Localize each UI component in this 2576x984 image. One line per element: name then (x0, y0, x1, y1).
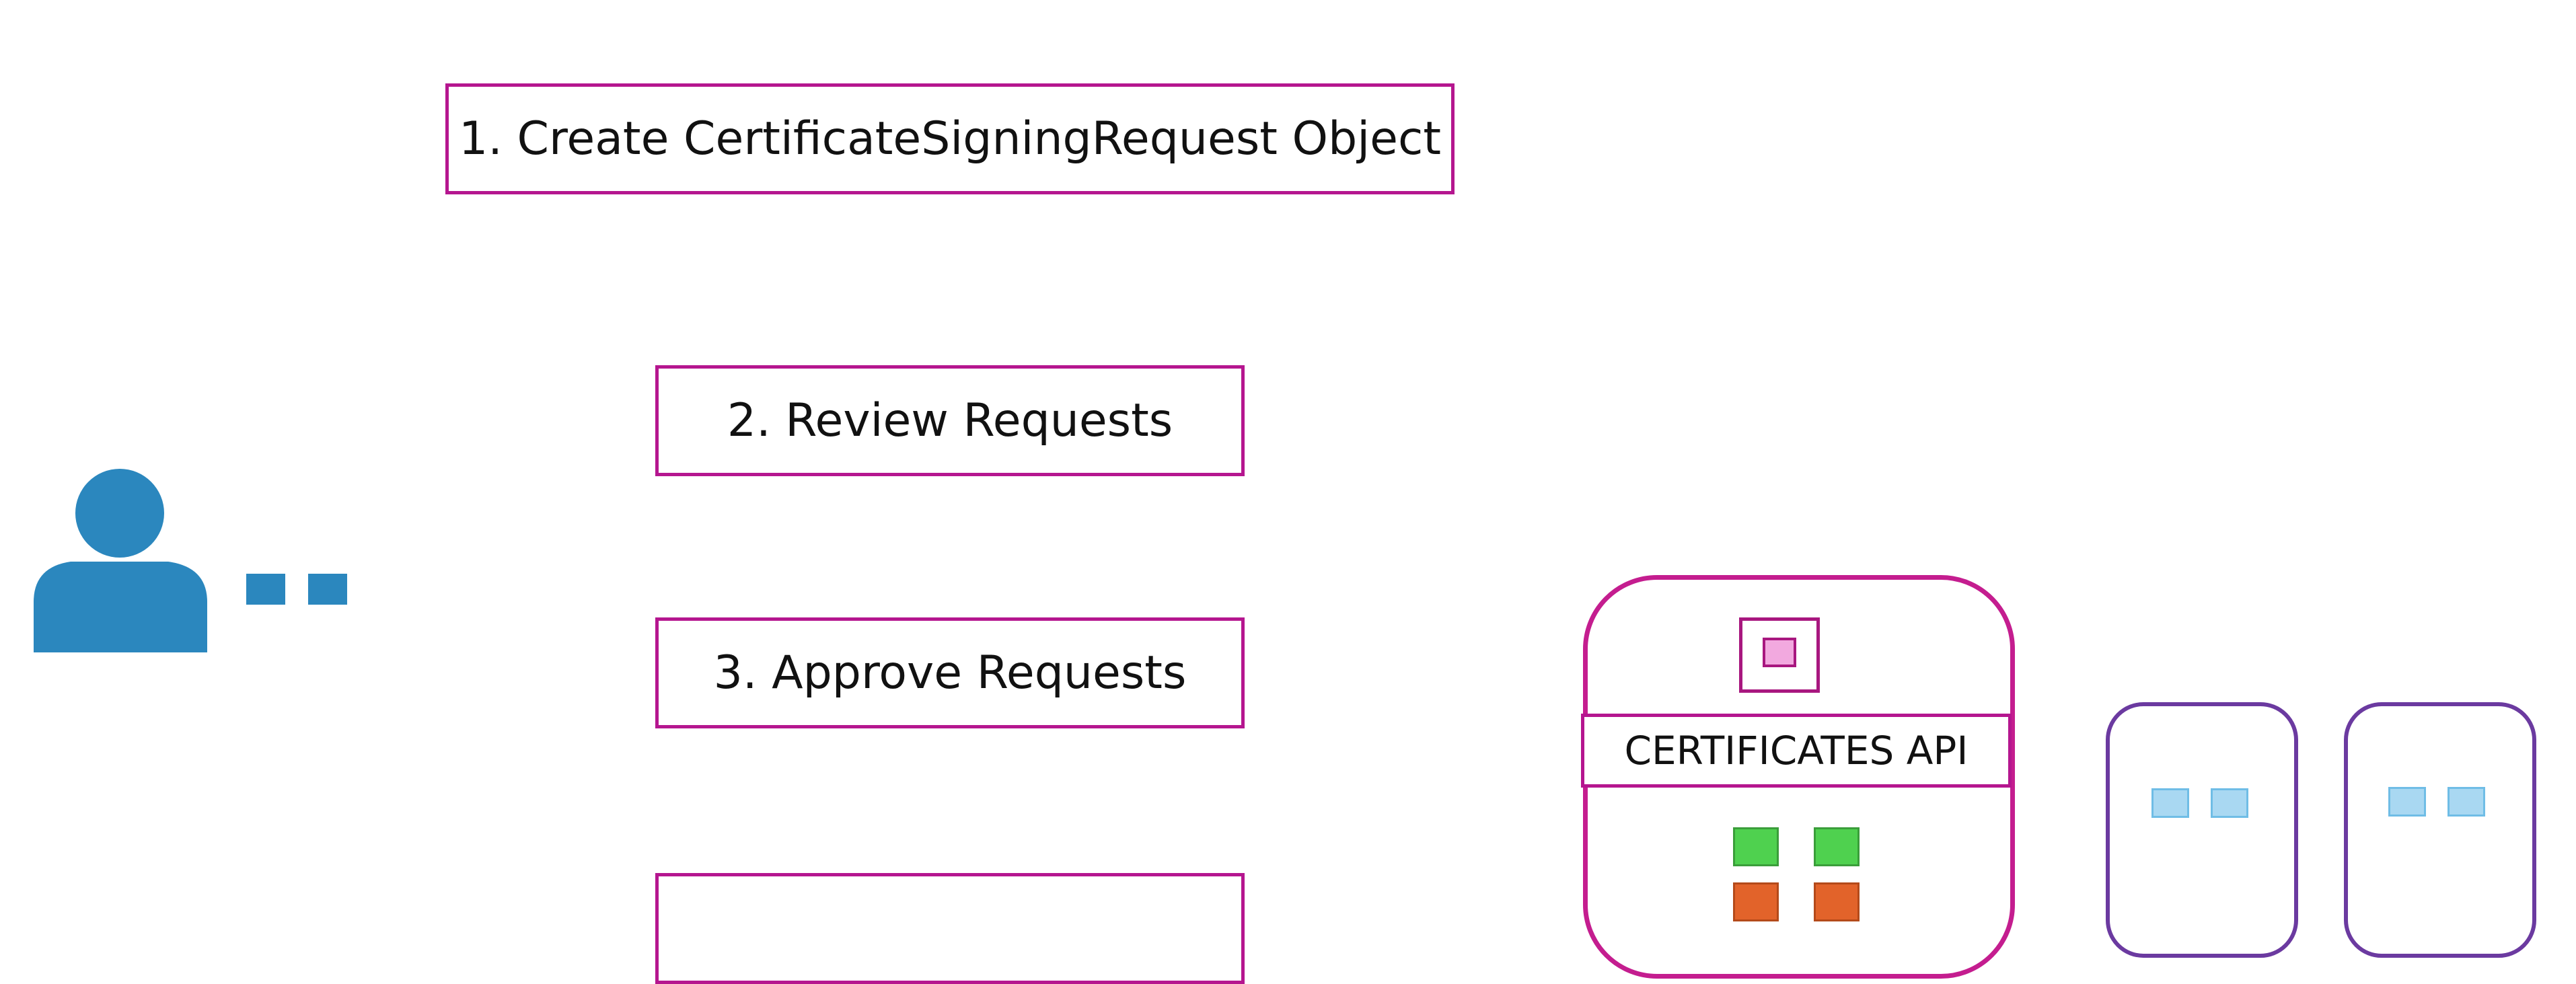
node-led (2448, 787, 2485, 817)
step-approve-requests-box: 3. Approve Requests (655, 617, 1245, 728)
node-led (2388, 787, 2426, 817)
orange-block (1733, 882, 1779, 921)
step-create-csr-label: 1. Create CertificateSigningRequest Obje… (458, 112, 1442, 165)
certificates-api-label-box: CERTIFICATES API (1581, 714, 2012, 788)
orange-block (1814, 882, 1860, 921)
chip-core (1763, 638, 1796, 667)
user-key-dot (308, 574, 347, 605)
chip-icon (1739, 617, 1820, 693)
user-icon (34, 469, 207, 652)
node-led (2151, 788, 2189, 818)
certificates-api-label: CERTIFICATES API (1624, 728, 1968, 773)
step-review-requests-box: 2. Review Requests (655, 365, 1245, 476)
step-approve-requests-label: 3. Approve Requests (713, 646, 1187, 699)
step-review-requests-label: 2. Review Requests (727, 394, 1173, 447)
worker-node (2344, 702, 2536, 958)
green-block (1814, 827, 1860, 866)
green-block (1733, 827, 1779, 866)
worker-node (2106, 702, 2298, 958)
node-led (2211, 788, 2248, 818)
user-key-dot (246, 574, 285, 605)
step-fourth-box (655, 873, 1245, 984)
step-create-csr-box: 1. Create CertificateSigningRequest Obje… (445, 83, 1455, 194)
